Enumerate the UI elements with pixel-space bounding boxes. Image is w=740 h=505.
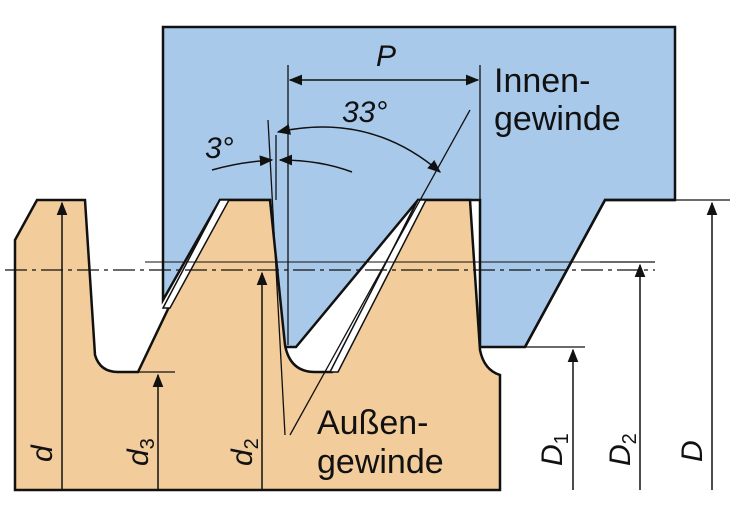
angle-3-label: 3° <box>205 132 234 165</box>
internal-thread-label: Innen- gewinde <box>494 62 621 138</box>
D1-label: D1 <box>536 433 573 466</box>
d-label: d <box>26 444 59 462</box>
external-thread-region <box>13 198 502 492</box>
flank-clearance-left <box>161 199 231 309</box>
d3-label: d3 <box>122 438 159 466</box>
back-flank-extension <box>267 119 286 436</box>
angle-33-label: 33° <box>342 96 387 129</box>
angle-arc-33 <box>276 124 442 173</box>
external-thread-label: Außen- gewinde <box>317 404 444 481</box>
D-label: D <box>676 440 709 462</box>
internal-thread-outline-right <box>523 198 675 348</box>
angle-arc-3-left <box>211 155 274 171</box>
d2-label: d2 <box>226 438 263 466</box>
D2-label: D2 <box>604 433 641 466</box>
angle-arc-3-right <box>278 154 353 173</box>
pitch-label: P <box>376 40 396 73</box>
